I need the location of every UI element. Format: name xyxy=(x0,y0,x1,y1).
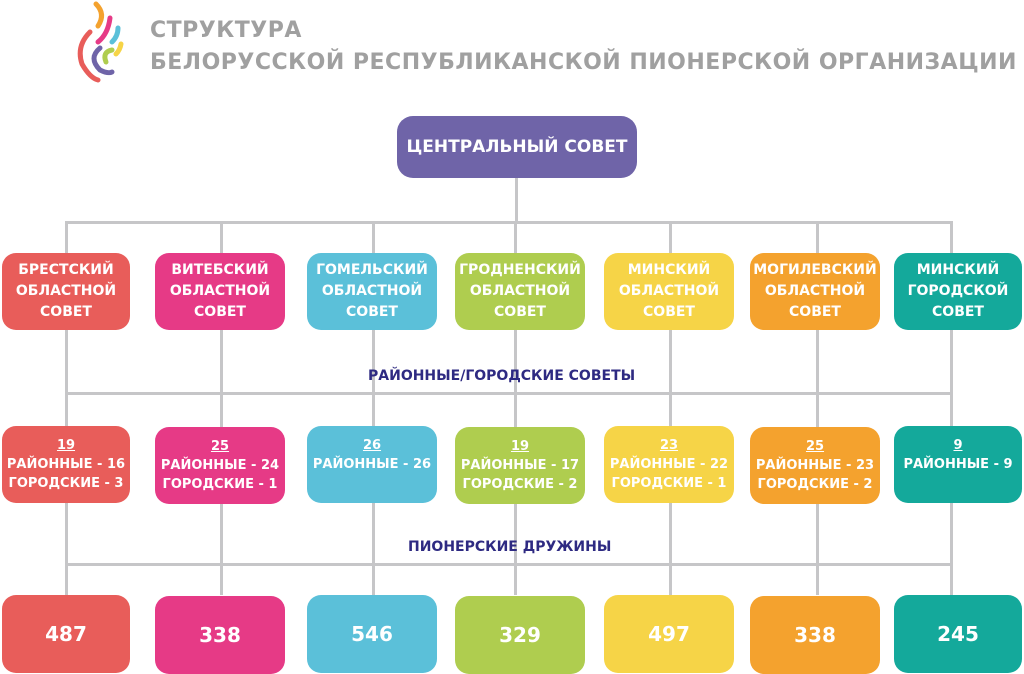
district-count: РАЙОННЫЕ - 22 xyxy=(609,457,729,472)
total-count: 26 xyxy=(362,438,382,453)
box-label-line: ГРОДНЕНСКИЙ xyxy=(459,262,581,278)
page-title-line2: БЕЛОРУССКОЙ РЕСПУБЛИКАНСКОЙ ПИОНЕРСКОЙ О… xyxy=(150,50,1017,75)
grodno-squads-box: 329 xyxy=(455,596,585,674)
box-label-line: СОВЕТ xyxy=(932,304,984,320)
connector-col-2 xyxy=(220,221,223,595)
box-label-line: СОВЕТ xyxy=(789,304,841,320)
district-councils-label: РАЙОННЫЕ/ГОРОДСКИЕ СОВЕТЫ xyxy=(368,368,636,384)
pioneer-squads-label: ПИОНЕРСКИЕ ДРУЖИНЫ xyxy=(408,539,612,555)
grodno-regional-council-box: ГРОДНЕНСКИЙ ОБЛАСТНОЙ СОВЕТ xyxy=(455,253,585,330)
total-count: 23 xyxy=(659,438,679,453)
connector-central-down xyxy=(515,178,518,222)
box-label-line: МИНСКИЙ xyxy=(627,262,711,278)
connector-col-4 xyxy=(514,221,517,595)
total-count: 25 xyxy=(805,439,825,454)
district-count: РАЙОННЫЕ - 9 xyxy=(903,457,1013,472)
brest-regional-council-box: БРЕСТСКИЙ ОБЛАСТНОЙ СОВЕТ xyxy=(2,253,130,330)
mogilev-district-councils-box: 25 РАЙОННЫЕ - 23 ГОРОДСКИЕ - 2 xyxy=(750,427,880,504)
central-council-box: ЦЕНТРАЛЬНЫЙ СОВЕТ xyxy=(397,116,637,178)
district-count: РАЙОННЫЕ - 17 xyxy=(460,458,580,473)
vitebsk-regional-council-box: ВИТЕБСКИЙ ОБЛАСТНОЙ СОВЕТ xyxy=(155,253,285,330)
connector-mid-bus xyxy=(65,392,952,395)
box-label-line: СОВЕТ xyxy=(194,304,246,320)
connector-col-6 xyxy=(816,221,819,595)
connector-col-7 xyxy=(950,221,953,595)
connector-col-3 xyxy=(372,221,375,595)
city-count: ГОРОДСКИЕ - 3 xyxy=(8,476,124,491)
connector-col-5 xyxy=(669,221,672,595)
box-label-line: ОБЛАСТНОЙ xyxy=(169,283,271,299)
minsk-city-district-councils-box: 9 РАЙОННЫЕ - 9 xyxy=(894,426,1022,503)
box-label-line: ОБЛАСТНОЙ xyxy=(321,283,423,299)
city-count: ГОРОДСКИЕ - 2 xyxy=(757,477,873,492)
box-label-line: ГОМЕЛЬСКИЙ xyxy=(316,262,428,278)
box-label-line: ОБЛАСТНОЙ xyxy=(15,283,117,299)
district-count: РАЙОННЫЕ - 24 xyxy=(160,458,280,473)
box-label-line: ГОРОДСКОЙ xyxy=(907,283,1009,299)
district-count: РАЙОННЫЕ - 23 xyxy=(755,458,875,473)
brest-district-councils-box: 19 РАЙОННЫЕ - 16 ГОРОДСКИЕ - 3 xyxy=(2,426,130,503)
minsk-city-council-box: МИНСКИЙ ГОРОДСКОЙ СОВЕТ xyxy=(894,253,1022,330)
district-count: РАЙОННЫЕ - 26 xyxy=(312,457,432,472)
box-label-line: ОБЛАСТНОЙ xyxy=(469,283,571,299)
brest-squads-box: 487 xyxy=(2,595,130,673)
minsk-squads-box: 497 xyxy=(604,595,734,673)
box-label-line: СОВЕТ xyxy=(494,304,546,320)
box-label-line: ВИТЕБСКИЙ xyxy=(171,262,269,278)
minsk-district-councils-box: 23 РАЙОННЫЕ - 22 ГОРОДСКИЕ - 1 xyxy=(604,426,734,503)
gomel-regional-council-box: ГОМЕЛЬСКИЙ ОБЛАСТНОЙ СОВЕТ xyxy=(307,253,437,330)
box-label-line: БРЕСТСКИЙ xyxy=(18,262,114,278)
box-label-line: СОВЕТ xyxy=(346,304,398,320)
connector-col-1 xyxy=(65,221,68,595)
minsk-city-squads-box: 245 xyxy=(894,595,1022,673)
mogilev-squads-box: 338 xyxy=(750,596,880,674)
page-title-line1: СТРУКТУРА xyxy=(150,18,302,43)
mogilev-regional-council-box: МОГИЛЕВСКИЙ ОБЛАСТНОЙ СОВЕТ xyxy=(750,253,880,330)
gomel-district-councils-box: 26 РАЙОННЫЕ - 26 xyxy=(307,426,437,503)
district-count: РАЙОННЫЕ - 16 xyxy=(6,457,126,472)
total-count: 19 xyxy=(510,439,530,454)
box-label-line: ОБЛАСТНОЙ xyxy=(618,283,720,299)
box-label-line: СОВЕТ xyxy=(40,304,92,320)
total-count: 9 xyxy=(953,438,963,453)
box-label-line: МИНСКИЙ xyxy=(916,262,1000,278)
connector-bottom-bus xyxy=(65,563,952,566)
connector-top-bus xyxy=(65,221,952,224)
gomel-squads-box: 546 xyxy=(307,595,437,673)
total-count: 25 xyxy=(210,439,230,454)
box-label-line: ОБЛАСТНОЙ xyxy=(764,283,866,299)
city-count: ГОРОДСКИЕ - 2 xyxy=(462,477,578,492)
minsk-regional-council-box: МИНСКИЙ ОБЛАСТНОЙ СОВЕТ xyxy=(604,253,734,330)
city-count: ГОРОДСКИЕ - 1 xyxy=(611,476,727,491)
total-count: 19 xyxy=(56,438,76,453)
city-count: ГОРОДСКИЕ - 1 xyxy=(162,477,278,492)
box-label-line: СОВЕТ xyxy=(643,304,695,320)
vitebsk-squads-box: 338 xyxy=(155,596,285,674)
flame-stripes-logo-icon xyxy=(77,1,124,83)
box-label-line: МОГИЛЕВСКИЙ xyxy=(753,262,877,278)
vitebsk-district-councils-box: 25 РАЙОННЫЕ - 24 ГОРОДСКИЕ - 1 xyxy=(155,427,285,504)
grodno-district-councils-box: 19 РАЙОННЫЕ - 17 ГОРОДСКИЕ - 2 xyxy=(455,427,585,504)
